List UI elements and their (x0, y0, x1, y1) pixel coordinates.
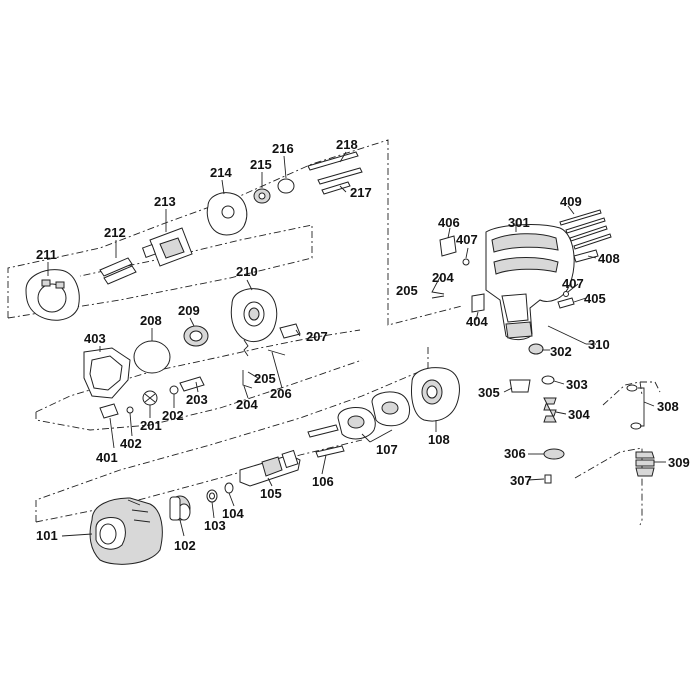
label-214: 214 (210, 165, 232, 180)
label-407-right: 407 (562, 276, 584, 291)
part-304-spring (543, 397, 557, 423)
label-405: 405 (584, 291, 606, 306)
part-401-valve (99, 403, 119, 419)
part-217-pin (321, 181, 351, 195)
part-104-washer (224, 482, 234, 494)
label-402: 402 (120, 436, 142, 451)
part-201-rear-plate-parts (142, 390, 158, 406)
label-408: 408 (598, 251, 620, 266)
part-211-cylinder (25, 269, 80, 321)
label-103: 103 (204, 518, 226, 533)
label-211: 211 (36, 247, 57, 262)
part-309-inlet (635, 451, 655, 477)
part-302-plug (528, 343, 544, 355)
label-217: 217 (350, 185, 372, 200)
part-215-bearing (253, 188, 271, 204)
label-209: 209 (178, 303, 200, 318)
label-204-upper: 204 (432, 270, 454, 285)
label-105: 105 (260, 486, 282, 501)
label-208: 208 (140, 313, 162, 328)
label-212: 212 (104, 225, 126, 240)
part-107-hammers (337, 391, 411, 440)
part-205-spring (243, 339, 249, 357)
label-301: 301 (508, 215, 530, 230)
label-101: 101 (36, 528, 58, 543)
part-213-rotor (141, 227, 193, 267)
part-206-pin (267, 349, 286, 356)
part-106-pins (307, 424, 345, 458)
label-203: 203 (186, 392, 208, 407)
part-210-rear-end-plate (230, 288, 278, 343)
part-303-washer (541, 375, 555, 385)
label-407-left: 407 (456, 232, 478, 247)
label-205-upper: 205 (396, 283, 418, 298)
part-306-bushing (543, 448, 565, 460)
label-306: 306 (504, 446, 526, 461)
part-203-valve (179, 376, 205, 392)
label-206: 206 (270, 386, 292, 401)
label-207: 207 (306, 329, 328, 344)
part-407-screws (462, 258, 569, 297)
label-215: 215 (250, 157, 272, 172)
label-308: 308 (657, 399, 679, 414)
label-102: 102 (174, 538, 196, 553)
part-214-front-end-plate (206, 192, 248, 236)
label-106: 106 (312, 474, 334, 489)
part-218-rods (307, 151, 363, 185)
label-210: 210 (236, 264, 258, 279)
label-108: 108 (428, 432, 450, 447)
label-204-lower: 204 (236, 397, 258, 412)
label-213: 213 (154, 194, 176, 209)
part-310-pin (547, 325, 587, 345)
label-403: 403 (84, 331, 106, 346)
label-216: 216 (272, 141, 294, 156)
label-302: 302 (550, 344, 572, 359)
label-401: 401 (96, 450, 118, 465)
part-208-o-ring (133, 340, 171, 374)
part-308-seal (626, 384, 642, 430)
label-201: 201 (140, 418, 162, 433)
label-218: 218 (336, 137, 358, 152)
part-216-snap-ring (277, 178, 295, 194)
label-406: 406 (438, 215, 460, 230)
part-102-bushing (169, 495, 191, 521)
part-204-rod (242, 370, 253, 389)
label-409: 409 (560, 194, 582, 209)
part-207-bushing (279, 323, 301, 339)
leader-lines (47, 151, 666, 537)
part-202-seal (169, 385, 179, 395)
label-310: 310 (588, 337, 610, 352)
part-105-anvil (239, 449, 301, 487)
label-305: 305 (478, 385, 500, 400)
part-301-motor-housing (485, 224, 575, 341)
part-212-vanes (99, 257, 137, 285)
label-107: 107 (376, 442, 398, 457)
part-209-bearing (183, 325, 209, 347)
part-307-screw (544, 474, 552, 484)
label-104: 104 (222, 506, 244, 521)
part-103-ring (206, 489, 218, 503)
part-409-bolts (559, 209, 612, 250)
label-202: 202 (162, 408, 184, 423)
label-205-lower: 205 (254, 371, 276, 386)
part-108-hammer-cage (411, 367, 460, 422)
label-303: 303 (566, 377, 588, 392)
part-404-button (471, 293, 485, 313)
part-labels: 101 102 103 104 105 106 107 108 201 202 … (36, 137, 690, 553)
part-406-block (439, 235, 457, 257)
part-405-pin (557, 297, 575, 309)
part-402-o-ring (126, 406, 134, 414)
part-403-gasket (83, 347, 131, 399)
part-305-seal (509, 379, 531, 393)
part-408-valve (573, 249, 599, 263)
label-404: 404 (466, 314, 488, 329)
label-304: 304 (568, 407, 590, 422)
label-309: 309 (668, 455, 690, 470)
label-307: 307 (510, 473, 532, 488)
part-101-front-housing (89, 497, 163, 565)
